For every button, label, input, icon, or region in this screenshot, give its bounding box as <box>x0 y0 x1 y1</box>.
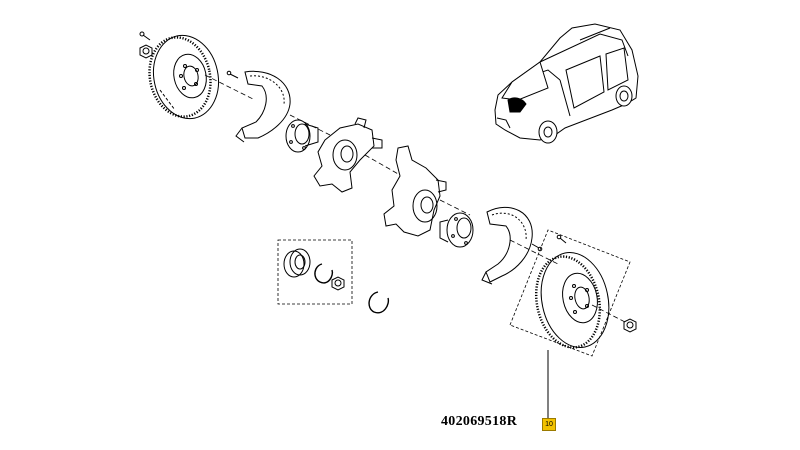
vehicle-locator-illustration <box>494 23 639 144</box>
upper-disc-screw <box>139 31 151 41</box>
lower-wheel-hub <box>439 212 474 248</box>
upper-brake-disc <box>148 34 219 120</box>
upper-dust-shield <box>235 70 291 143</box>
left-steering-knuckle <box>313 117 383 193</box>
lower-dust-shield <box>481 206 533 285</box>
upper-wheel-nut <box>139 44 153 59</box>
upper-wheel-hub <box>285 119 319 153</box>
part-number: 402069518R <box>441 414 518 429</box>
right-steering-knuckle <box>383 145 447 237</box>
lower-brake-disc-group <box>509 229 637 357</box>
bearing-kit-group <box>277 239 353 305</box>
callout-badge: 10 <box>542 418 556 431</box>
bearing-circlip <box>314 263 334 284</box>
lower-disc-screw <box>556 234 567 244</box>
wheel-bearing <box>283 248 311 278</box>
upper-shield-screw <box>226 70 239 79</box>
loose-circlip <box>368 291 390 314</box>
lower-brake-disc <box>534 252 610 349</box>
assembly-axis-lines <box>204 74 626 323</box>
lower-wheel-nut <box>623 318 637 333</box>
hub-nut <box>331 276 345 291</box>
